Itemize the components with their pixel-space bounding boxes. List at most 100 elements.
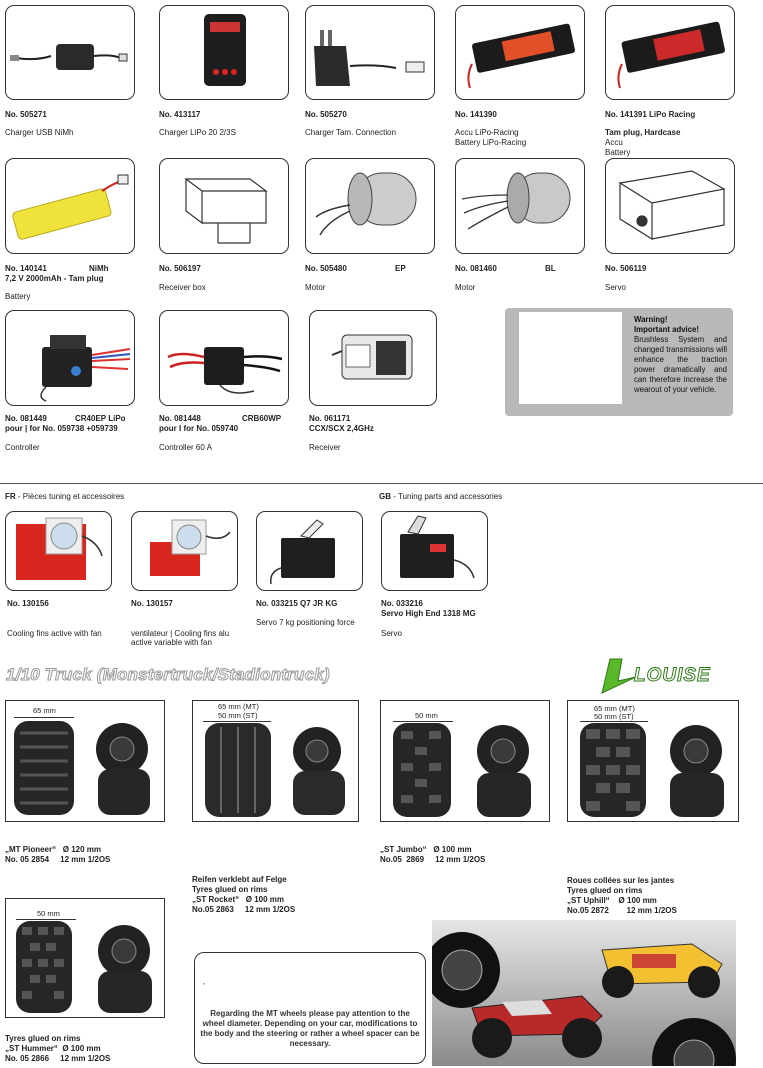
product-image-141390 [455,5,585,100]
product-no-line2: pour | for No. 059738 +059739 [5,424,118,433]
product-no: No. 081460 [455,264,497,273]
receiver-image [331,334,413,380]
dimension-label: 65 mm [33,706,56,715]
product-image-506119 [605,158,735,254]
nimh-battery-image [12,174,129,240]
product-no: No. 081448 [159,414,201,423]
product-image-033216 [381,511,488,591]
tyre-no: No.05 2863 12 mm 1/2OS [192,905,296,914]
product-image-506197 [159,158,289,254]
tyre-panel-st-hummer: 50 mm [5,898,165,1018]
tyre-panel-mt-pioneer: 65 mm [5,700,165,822]
warning-white-panel [519,312,622,404]
tyre-name: „ST Rocket“ Ø 100 mm [192,895,285,904]
product-image-081449 [5,310,135,406]
tyre-pre-line: Tyres glued on rims [567,886,643,895]
dimension-line [16,919,76,920]
lipo-racing-battery-image [617,21,725,89]
section-divider [0,483,763,484]
dimension-label: 50 mm (ST) [218,711,258,720]
dimension-line [393,721,453,722]
notice-text: Regarding the MT wheels please pay atten… [200,1009,420,1048]
monster-truck-photo [432,920,736,1066]
brushed-motor-image [315,172,417,236]
dimension-label: 50 mm (ST) [594,712,634,721]
product-no: No. 141391 LiPo Racing [605,110,696,119]
warning-box: Warning! Important advice! Brushless Sys… [505,308,733,416]
receiver-box-image [184,178,268,244]
product-no: No. 413117 [159,110,201,119]
dimension-line [580,721,648,722]
monster-truck-image [432,920,736,1066]
dimension-label: 65 mm (MT) [218,702,259,711]
dimension-label: 50 mm [37,909,60,918]
product-image-033215 [256,511,363,591]
product-desc: Charger USB NiMh [5,128,74,137]
product-no: No. 061171 [309,414,351,423]
truck-heading: 1/10 Truck (Monstertruck/Stadiontruck) [6,665,331,685]
tyre-image [14,721,150,815]
dimension-line [14,717,74,718]
product-image-505271 [5,5,135,100]
cooling-fins-alu-image [150,519,231,576]
tuning-header-fr: FR - Pièces tuning et accessoires [5,492,124,501]
product-desc: Receiver box [159,283,206,292]
product-no: No. 506197 [159,264,201,273]
tuning-header-fr-text: - Pièces tuning et accessoires [15,492,125,501]
product-no: No. 033216 [381,599,423,608]
product-desc: Accu [605,138,623,147]
product-desc: Tam plug, Hardcase [605,128,681,137]
product-desc: Cooling fins active with fan [7,629,102,638]
louise-logo-text: LOUISE [634,665,711,687]
product-desc: Controller [5,443,40,452]
product-no-suffix: NiMh [89,264,109,273]
cooling-fins-red-image [16,517,103,580]
product-desc: Servo 7 kg positioning force [256,618,355,627]
tyre-image [393,723,531,817]
product-desc: Motor [305,283,326,292]
tyre-no: No. 05 2866 12 mm 1/2OS [5,1054,111,1063]
esc-60a-image [167,347,283,394]
tyre-no: No.05 2869 12 mm 1/2OS [380,855,486,864]
product-no-suffix: EP [395,264,406,273]
product-no-line2: 7,2 V 2000mAh - Tam plug [5,274,104,283]
product-no: No. 130157 [131,599,173,608]
product-image-505480 [305,158,435,254]
product-image-141391 [605,5,735,100]
louise-logo-mark [601,658,637,694]
product-no: No. 141390 [455,110,497,119]
product-image-130157 [131,511,238,591]
louise-logo: LOUISE [596,653,736,699]
tyre-pre-line: Tyres glued on rims [192,885,268,894]
dimension-label: 65 mm (MT) [594,704,635,713]
product-no-line2: Servo High End 1318 MG [381,609,476,618]
product-desc: Accu LiPo-Racing [455,128,519,137]
product-desc: Motor [455,283,476,292]
product-no: No. 505480 [305,264,347,273]
product-no-suffix: CRB60WP [242,414,282,423]
servo-q7-image [269,519,335,585]
tyre-image [205,723,345,817]
product-desc: ventilateur | Cooling fins alu [131,629,230,638]
product-no-line2: CCX/SCX 2,4GHz [309,424,374,433]
tyre-pre-line: Tyres glued on rims [5,1034,81,1043]
warning-title: Warning! [634,315,668,324]
tyre-image [580,723,724,817]
product-image-140141 [5,158,135,254]
tyre-panel-st-uphill: 65 mm (MT) 50 mm (ST) [567,700,739,822]
tyre-panel-st-rocket: 65 mm (MT) 50 mm (ST) [192,700,359,822]
product-desc: Servo [381,629,402,638]
tyre-name: „MT Pioneer“ Ø 120 mm [5,845,102,854]
tyre-name: „ST Uphill“ Ø 100 mm [567,896,657,905]
product-no: No. 506119 [605,264,647,273]
lipo-battery-image [467,23,575,89]
dimension-label: 50 mm [415,711,438,720]
product-desc: Servo [605,283,626,292]
dimension-line [203,721,271,722]
tyre-pre-line: Roues collées sur les jantes [567,876,675,885]
product-desc: active variable with fan [131,638,212,647]
product-no: No. 505271 [5,110,47,119]
product-image-505270 [305,5,435,100]
product-desc: Battery LiPo-Racing [455,138,527,147]
tyre-pre-line: Reifen verklebt auf Felge [192,875,287,884]
